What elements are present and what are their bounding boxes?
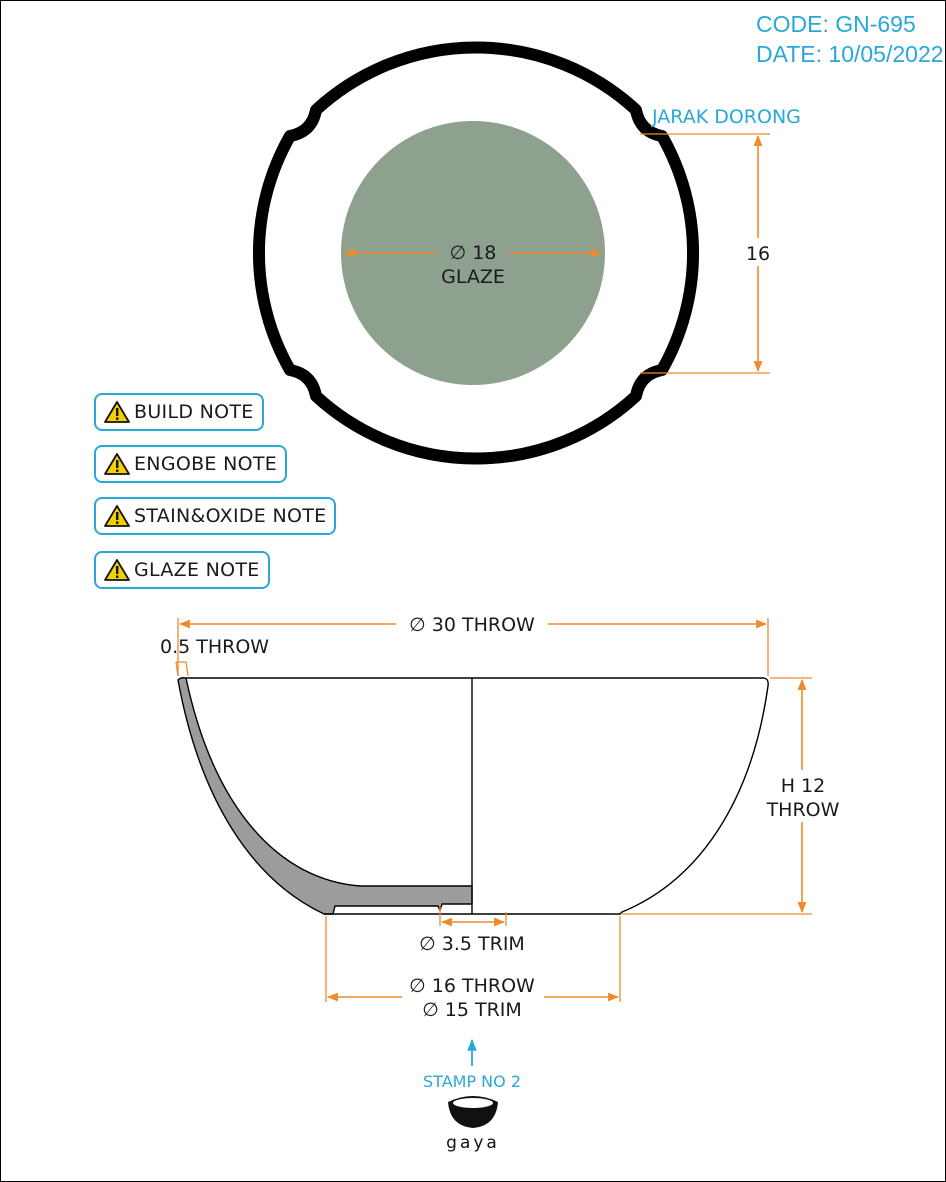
build-note-label: BUILD NOTE: [134, 401, 254, 423]
warning-icon: [104, 559, 130, 581]
stamp: STAMP NO 2 gaya: [423, 1038, 521, 1153]
warning-icon: [104, 505, 130, 527]
date-text: DATE: 10/05/2022: [756, 41, 944, 67]
foot-trim-label: ∅ 3.5 TRIM: [419, 933, 525, 955]
wall-thickness-label: 0.5 THROW: [160, 636, 269, 658]
brand-text: gaya: [446, 1133, 500, 1153]
jarak-value: 16: [746, 243, 770, 265]
code-text: CODE: GN-695: [756, 11, 916, 37]
stain-oxide-note-label: STAIN&OXIDE NOTE: [134, 505, 327, 527]
stamp-label: STAMP NO 2: [423, 1072, 521, 1091]
glaze-note-label: GLAZE NOTE: [134, 559, 260, 581]
warning-icon: [104, 453, 130, 475]
height-label-line2: THROW: [766, 799, 840, 821]
bowl-section: [177, 677, 473, 915]
engobe-note-label: ENGOBE NOTE: [134, 453, 278, 475]
side-view: ∅ 30 THROW 0.5 THROW H 12 THROW ∅ 3.5 TR…: [160, 610, 840, 1021]
glaze-diameter-label: ∅ 18: [450, 242, 497, 264]
glaze-label: GLAZE: [441, 266, 505, 288]
build-note-button[interactable]: BUILD NOTE: [94, 393, 264, 431]
engobe-note-button[interactable]: ENGOBE NOTE: [94, 445, 288, 483]
top-view: ∅ 18 GLAZE 16 JARAK DORONG: [252, 41, 801, 465]
glaze-note-button[interactable]: GLAZE NOTE: [94, 551, 270, 589]
bowl-outline-right: [472, 677, 769, 915]
throw-diameter-label: ∅ 30 THROW: [409, 614, 535, 636]
base-throw-label: ∅ 16 THROW: [409, 975, 535, 997]
warning-icon: [104, 401, 130, 423]
jarak-label: JARAK DORONG: [651, 106, 801, 128]
base-trim-label: ∅ 15 TRIM: [422, 999, 522, 1021]
height-label-line1: H 12: [781, 775, 826, 797]
gaya-logo-icon: [448, 1096, 498, 1128]
stain-oxide-note-button[interactable]: STAIN&OXIDE NOTE: [94, 497, 337, 535]
